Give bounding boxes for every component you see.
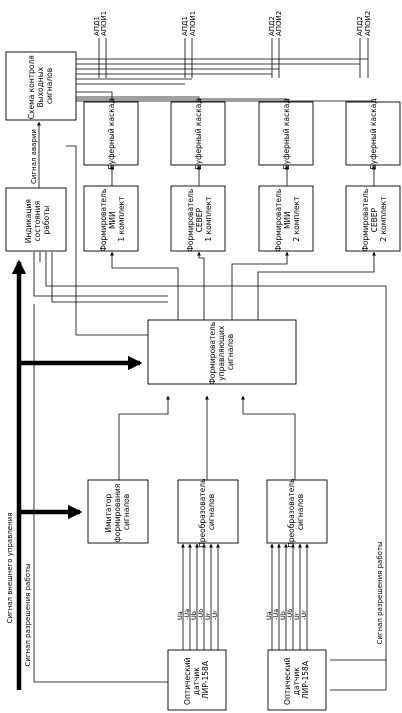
control-former-label: Формирователь управляющих сигналов bbox=[208, 319, 235, 384]
buffer-label-4: Буферный каскад bbox=[369, 98, 378, 169]
output-label-1b: АПОИ1 bbox=[100, 11, 108, 36]
connection-lines bbox=[33, 38, 387, 691]
output-label-4a: АПД2 bbox=[356, 16, 364, 36]
output-label-3b: АПОИ2 bbox=[275, 11, 283, 36]
bus1-label-5: -Ur bbox=[211, 610, 219, 620]
enable-signal-left-label: Сигнал разрешения работы bbox=[24, 563, 32, 666]
buffer-box-4 bbox=[345, 101, 401, 166]
bus2-label-4: Ur bbox=[293, 612, 301, 620]
former-box-4 bbox=[345, 185, 401, 252]
enable-signal-right-label: Сигнал разрешения работы bbox=[376, 541, 384, 644]
output-label-3a: АПД2 bbox=[268, 16, 276, 36]
imitator-label: Имитатор формирования сигналов bbox=[104, 481, 131, 542]
output-label-2a: АПД1 bbox=[181, 16, 189, 36]
sensor-bus-1 bbox=[181, 543, 220, 650]
former-box-1 bbox=[83, 185, 139, 252]
bus2-label-3: -Ub bbox=[286, 609, 294, 620]
output-label-1a: АПД1 bbox=[93, 16, 101, 36]
buffer-box-2 bbox=[170, 101, 226, 166]
imitator-box bbox=[87, 479, 149, 544]
bus1-label-3: -Ub bbox=[197, 609, 205, 620]
bus2-label-0: Ua bbox=[265, 611, 273, 620]
former-label-2: Формирователь СЕВЕР 1 комплект bbox=[186, 186, 213, 251]
bus2-label-5: -Ur bbox=[300, 610, 308, 620]
output-label-2b: АПОИ1 bbox=[189, 11, 197, 36]
external-control-bus bbox=[11, 259, 143, 690]
bus1-label-4: Ur bbox=[204, 612, 212, 620]
alarm-signal-label: Сигнал аварии bbox=[30, 129, 38, 184]
bus-signal-labels: Ua -Ua Ub -Ub Ur -Ur Ua -Ua Ub -Ub Ur -U… bbox=[176, 609, 308, 620]
bus1-label-2: Ub bbox=[190, 611, 198, 620]
sensor-label-2: Оптический датчик ЛИР-158А bbox=[283, 655, 310, 705]
bus2-label-1: -Ua bbox=[272, 609, 280, 620]
control-former-box bbox=[147, 319, 297, 385]
output-label-4b: АПОИ2 bbox=[364, 11, 372, 36]
sensor-box-2 bbox=[267, 649, 327, 711]
buffer-label-3: Буферный каскад bbox=[282, 98, 291, 169]
buffer-label-2: Буферный каскад bbox=[194, 98, 203, 169]
former-label-4: Формирователь СЕВЕР 2 комплект bbox=[361, 186, 388, 251]
status-indicator-box bbox=[5, 187, 67, 252]
former-box-2 bbox=[170, 185, 226, 252]
sensor-label-1: Оптический датчик ЛИР-158А bbox=[183, 655, 210, 705]
block-labels: Схема контроля Выходных сигналов Буферны… bbox=[24, 53, 388, 705]
converter-box-2 bbox=[266, 479, 328, 544]
bus2-label-2: Ub bbox=[279, 611, 287, 620]
bus1-label-0: Ua bbox=[176, 611, 184, 620]
buffer-box-3 bbox=[258, 101, 314, 166]
former-label-3: Формирователь МИИ 2 комплект bbox=[274, 186, 301, 251]
status-indicator-label: Индикация состояния работы bbox=[24, 197, 51, 244]
sensor-bus-2 bbox=[270, 543, 309, 650]
signal-combiner-box bbox=[5, 51, 77, 121]
signal-combiner-label: Схема контроля Выходных сигналов bbox=[27, 53, 54, 119]
converter-label-2: Преобразователь сигналов bbox=[287, 476, 305, 548]
bus1-label-1: -Ua bbox=[183, 609, 191, 620]
output-labels: АПД1 АПОИ1 АПД1 АПОИ1 АПД2 АПОИ2 АПД2 АП… bbox=[93, 11, 372, 36]
sensor-box-1 bbox=[167, 649, 227, 711]
converter-label-1: Преобразователь сигналов bbox=[198, 476, 216, 548]
blocks bbox=[5, 51, 401, 711]
former-box-3 bbox=[258, 185, 314, 252]
external-control-label: Сигнал внешнего управления bbox=[6, 513, 14, 624]
signal-labels: Сигнал аварии Сигнал внешнего управления… bbox=[6, 129, 384, 666]
former-label-1: Формирователь МИИ 1 комплект bbox=[99, 186, 126, 251]
converter-box-1 bbox=[177, 479, 239, 544]
buffer-label-1: Буферный каскад bbox=[107, 98, 116, 169]
buffer-box-1 bbox=[83, 101, 139, 166]
